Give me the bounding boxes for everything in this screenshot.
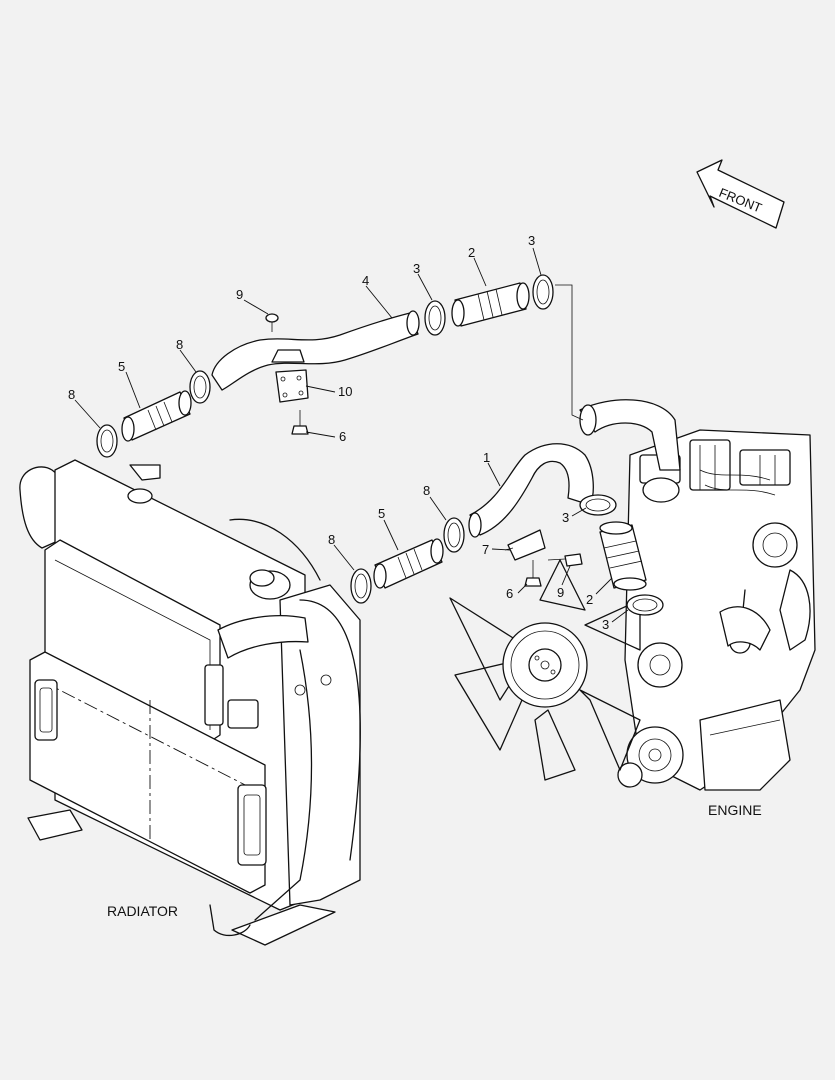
upper-charge-pipe-group: [96, 274, 584, 458]
engine-assembly: [579, 399, 816, 791]
radiator-assembly: [19, 459, 361, 946]
callout-7: 7: [482, 542, 489, 557]
callout-10: 10: [338, 384, 352, 399]
callouts: 9 4 3 2 3 8 5 8 10 6 1 8 5 8 7 6 9 3 2 3: [68, 233, 609, 632]
callout-9: 9: [236, 287, 243, 302]
lower-charge-pipe-group: [350, 443, 771, 651]
callout-9: 9: [557, 585, 564, 600]
front-direction-arrow: FRONT: [696, 159, 785, 229]
cooling-fan: [449, 559, 641, 781]
callout-3: 3: [562, 510, 569, 525]
callout-2: 2: [468, 245, 475, 260]
callout-8: 8: [176, 337, 183, 352]
callout-8: 8: [68, 387, 75, 402]
callout-8: 8: [423, 483, 430, 498]
leader-lines: [74, 247, 629, 623]
callout-4: 4: [362, 273, 369, 288]
engine-label: ENGINE: [708, 802, 762, 818]
callout-5: 5: [118, 359, 125, 374]
callout-3: 3: [413, 261, 420, 276]
radiator-label: RADIATOR: [107, 903, 178, 919]
callout-1: 1: [483, 450, 490, 465]
callout-2: 2: [586, 592, 593, 607]
callout-6: 6: [506, 586, 513, 601]
callout-5: 5: [378, 506, 385, 521]
callout-3: 3: [602, 617, 609, 632]
callout-3: 3: [528, 233, 535, 248]
callout-6: 6: [339, 429, 346, 444]
callout-8: 8: [328, 532, 335, 547]
